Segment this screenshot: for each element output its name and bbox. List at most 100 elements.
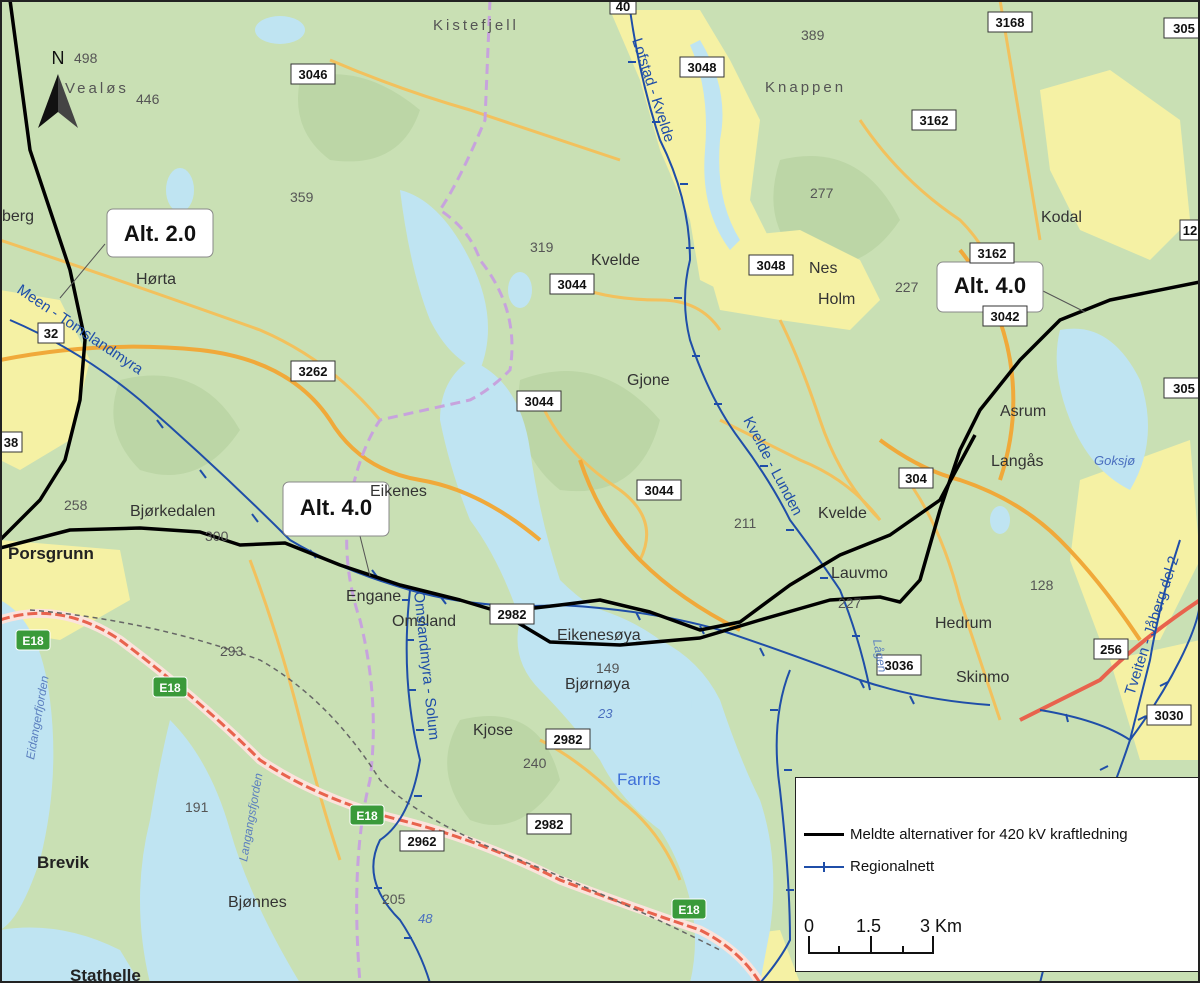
callout-alt-2-0-label: Alt. 2.0 [124, 221, 196, 246]
road-shield: 2962 [399, 830, 445, 852]
scale-label: 1.5 [856, 916, 882, 936]
alternatives-420kv [0, 0, 1200, 647]
road-shield: 2982 [545, 728, 591, 750]
road-shield: 3168 [987, 11, 1033, 33]
svg-text:3046: 3046 [299, 67, 328, 82]
place-label: Kvelde [818, 505, 867, 522]
place-label: Porsgrunn [8, 544, 94, 563]
place-label: Omsland [392, 613, 456, 630]
place-label: Brevik [37, 853, 90, 872]
place-label: Bjørnøya [565, 676, 630, 693]
place-label: Skinmo [956, 669, 1009, 686]
callout-alt-4-0-right-label: Alt. 4.0 [954, 273, 1026, 298]
svg-text:3162: 3162 [920, 113, 949, 128]
svg-text:205: 205 [382, 891, 406, 907]
svg-text:2982: 2982 [554, 732, 583, 747]
road-shield: 256 [1093, 638, 1129, 660]
svg-text:E18: E18 [678, 903, 700, 917]
place-label: Bjønnes [228, 894, 287, 911]
road-shield: 3036 [876, 654, 922, 676]
svg-text:2962: 2962 [408, 834, 437, 849]
road-shield: 38 [0, 431, 23, 453]
road-shield: 3030 [1146, 704, 1192, 726]
lake-label: Goksjø [1094, 453, 1135, 468]
svg-text:3044: 3044 [525, 394, 555, 409]
svg-text:305: 305 [1173, 381, 1195, 396]
svg-text:446: 446 [136, 91, 160, 107]
svg-text:3262: 3262 [299, 364, 328, 379]
thick-black-line-icon [804, 824, 844, 844]
track-line [29, 609, 721, 951]
place-label: Langås [991, 452, 1044, 470]
road-shield: 32 [37, 322, 65, 344]
svg-text:3048: 3048 [688, 60, 717, 75]
svg-text:32: 32 [44, 326, 58, 341]
place-label: Knappen [765, 79, 846, 96]
place-label: Stathelle [70, 966, 141, 983]
blue-tick-line-icon [804, 856, 844, 876]
road-shield: 3048 [748, 254, 794, 276]
svg-text:3044: 3044 [558, 277, 588, 292]
place-label: Kistefjell [433, 17, 519, 34]
road-shield: 305 [1163, 17, 1200, 39]
river-label: Lågen [870, 638, 890, 674]
legend-item-regionalnett: Regionalnett [804, 856, 934, 876]
place-label: Eikenes [370, 483, 427, 500]
place-label: Gjone [627, 372, 670, 389]
svg-text:256: 256 [1100, 642, 1122, 657]
scale-label: 3 Km [920, 916, 963, 936]
road-shield: 3162 [969, 242, 1015, 264]
callout-alt-4-0-right[interactable]: Alt. 4.0 [936, 261, 1086, 313]
svg-text:227: 227 [895, 279, 919, 295]
svg-text:304: 304 [905, 471, 927, 486]
e18-shield: E18 [15, 629, 51, 651]
place-label: berg [2, 208, 34, 225]
place-label: Eikenesøya [557, 627, 641, 644]
scale-bar [808, 936, 934, 954]
svg-text:3048: 3048 [757, 258, 786, 273]
e18-shields: E18 E18 E18 E18 [15, 629, 707, 920]
svg-text:3044: 3044 [645, 483, 675, 498]
svg-text:319: 319 [530, 239, 554, 255]
place-label: Kjose [473, 722, 513, 739]
callout-alt-2-0[interactable]: Alt. 2.0 [59, 208, 214, 299]
road-shield: 304 [898, 467, 934, 489]
svg-text:305: 305 [1173, 21, 1195, 36]
svg-text:293: 293 [220, 643, 244, 659]
e18-shield: E18 [349, 804, 385, 826]
svg-text:240: 240 [523, 755, 547, 771]
scale-label: 0 [804, 916, 815, 936]
callout-alt-4-0-left[interactable]: Alt. 4.0 [282, 481, 390, 577]
legend-item-alternatives: Meldte alternativer for 420 kV kraftledn… [804, 824, 1128, 844]
svg-text:128: 128 [1030, 577, 1054, 593]
svg-text:E18: E18 [22, 634, 44, 648]
place-label: Asrum [1000, 403, 1046, 420]
svg-text:40: 40 [616, 0, 630, 14]
road-shield: 3262 [290, 360, 336, 382]
svg-text:3030: 3030 [1155, 708, 1184, 723]
legend: Meldte alternativer for 420 kV kraftledn… [795, 777, 1199, 972]
svg-text:149: 149 [596, 660, 620, 676]
height-labels: 498 446 389 359 319 277 227 258 300 211 … [64, 27, 1054, 926]
place-label: Hørta [136, 271, 176, 288]
place-label: Vealøs [65, 80, 129, 97]
svg-text:48: 48 [418, 911, 433, 926]
svg-text:359: 359 [290, 189, 314, 205]
svg-text:12: 12 [1183, 223, 1197, 238]
road-shield: 40 [609, 0, 637, 15]
svg-text:23: 23 [597, 706, 613, 721]
water-bodies [0, 16, 1148, 983]
road-shield: 12 [1179, 219, 1200, 241]
place-label: Kvelde [591, 252, 640, 269]
place-label: Lauvmo [831, 565, 888, 582]
road-shield: 3042 [982, 305, 1028, 327]
svg-text:258: 258 [64, 497, 88, 513]
svg-text:3162: 3162 [978, 246, 1007, 261]
road-shield: 3044 [636, 479, 682, 501]
legend-label: Meldte alternativer for 420 kV kraftledn… [850, 825, 1128, 843]
road-shield: 3046 [290, 63, 336, 85]
svg-text:E18: E18 [159, 681, 181, 695]
svg-text:38: 38 [4, 435, 18, 450]
